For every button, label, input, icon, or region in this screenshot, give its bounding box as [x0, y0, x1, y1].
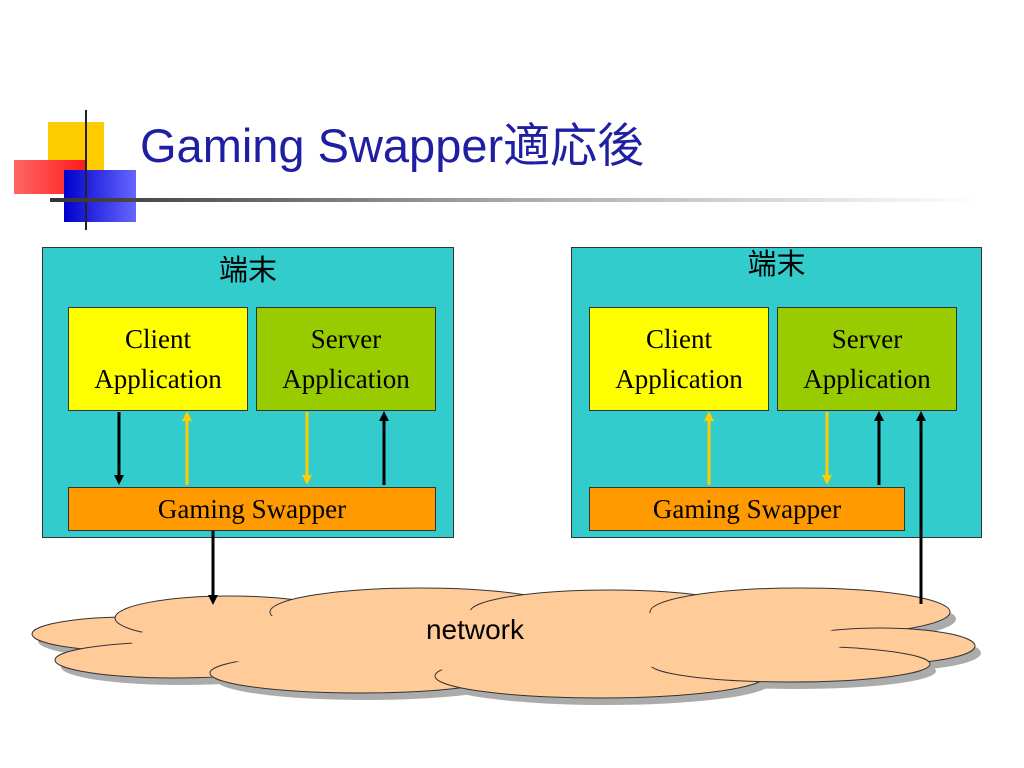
server-line-2: Application [803, 364, 931, 394]
title-underline [50, 198, 980, 202]
terminal-label: 端末 [747, 247, 806, 281]
slide-decoration [14, 110, 980, 230]
slide-title: Gaming Swapper適応後 [140, 119, 645, 172]
server-line-1: Server [831, 324, 903, 354]
server-line-1: Server [310, 324, 382, 354]
terminal-left: 端末 Client Application Server Application… [42, 247, 454, 538]
server-line-2: Application [282, 364, 410, 394]
client-line-1: Client [125, 324, 191, 354]
client-line-1: Client [646, 324, 712, 354]
client-application-box: Client Application [68, 307, 248, 411]
client-line-2: Application [94, 364, 222, 394]
terminal-right: 端末 Client Application Server Application… [571, 247, 982, 538]
network-label: network [425, 614, 525, 645]
client-line-2: Application [615, 364, 743, 394]
gaming-swapper-box: Gaming Swapper [589, 487, 905, 531]
server-application-box: Server Application [777, 307, 957, 411]
cloud-fill [130, 610, 850, 670]
server-application-box: Server Application [256, 307, 436, 411]
gaming-swapper-box: Gaming Swapper [68, 487, 436, 531]
deco-blue-square [64, 170, 136, 222]
terminal-label: 端末 [218, 253, 277, 287]
client-application-box: Client Application [589, 307, 769, 411]
